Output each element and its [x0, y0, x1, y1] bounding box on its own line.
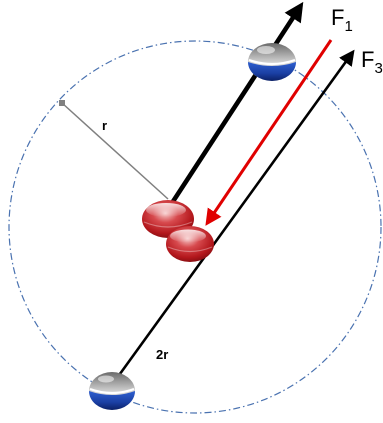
- red-sphere-icon: [166, 226, 214, 262]
- radius-line: [61, 102, 169, 200]
- diameter-label: 2r: [156, 347, 168, 362]
- red-force-arrow: [205, 39, 333, 226]
- blue-white-sphere-icon: [248, 43, 296, 81]
- radius-label: r: [102, 118, 107, 133]
- force-1-label: F1: [331, 5, 353, 35]
- orbit-circle: [8, 40, 382, 414]
- blue-white-sphere-icon: [89, 372, 135, 410]
- force-3-label: F3: [361, 47, 383, 77]
- force-3-arrow: [115, 49, 355, 379]
- radius-endpoint: [59, 100, 65, 106]
- force-1-arrow: [170, 1, 304, 205]
